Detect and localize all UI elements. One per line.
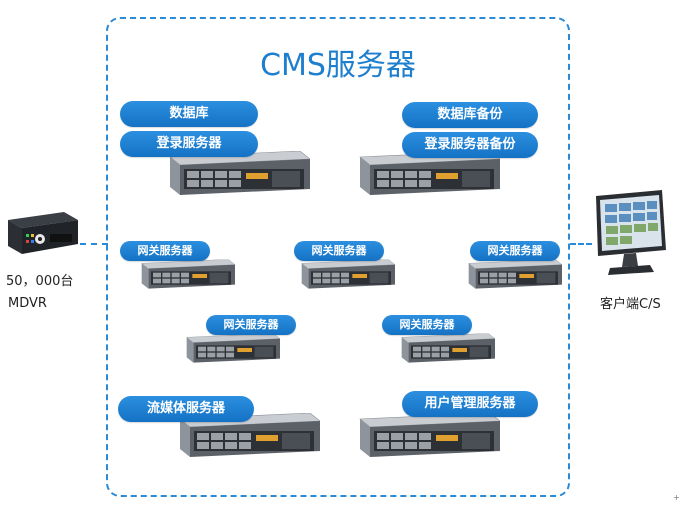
- gateway-label-2: 网关服务器: [294, 241, 384, 261]
- db-server-label: 数据库: [120, 101, 258, 127]
- gateway-label-1: 网关服务器: [120, 241, 210, 261]
- corner-mark: +: [673, 493, 680, 502]
- gateway-label-5: 网关服务器: [382, 315, 472, 335]
- db-backup-label: 数据库备份: [402, 102, 538, 128]
- gateway-server-3: [462, 259, 562, 293]
- server-db-login-rack: [160, 150, 310, 202]
- mdvr-name-label: MDVR: [8, 296, 47, 311]
- cms-title: CMS服务器: [260, 48, 416, 83]
- gateway-server-4: [180, 333, 280, 367]
- mdvr-device-icon: [4, 210, 80, 256]
- user-mgmt-server-label: 用户管理服务器: [402, 391, 538, 417]
- gateway-server-5: [395, 333, 495, 367]
- login-backup-label: 登录服务器备份: [402, 132, 538, 158]
- gateway-label-3: 网关服务器: [470, 241, 560, 261]
- client-monitor-icon: [588, 190, 670, 276]
- user-mgmt-server-rack: [350, 412, 500, 464]
- cms-boundary: [106, 17, 570, 497]
- mdvr-connector: [80, 243, 108, 245]
- client-name-label: 客户端C/S: [600, 297, 661, 312]
- streaming-server-label: 流媒体服务器: [118, 396, 254, 422]
- gateway-label-4: 网关服务器: [206, 315, 296, 335]
- client-connector: [570, 243, 592, 245]
- mdvr-count-label: 50，000台: [6, 274, 74, 289]
- gateway-server-1: [135, 259, 235, 293]
- gateway-server-2: [295, 259, 395, 293]
- login-server-label: 登录服务器: [120, 131, 258, 157]
